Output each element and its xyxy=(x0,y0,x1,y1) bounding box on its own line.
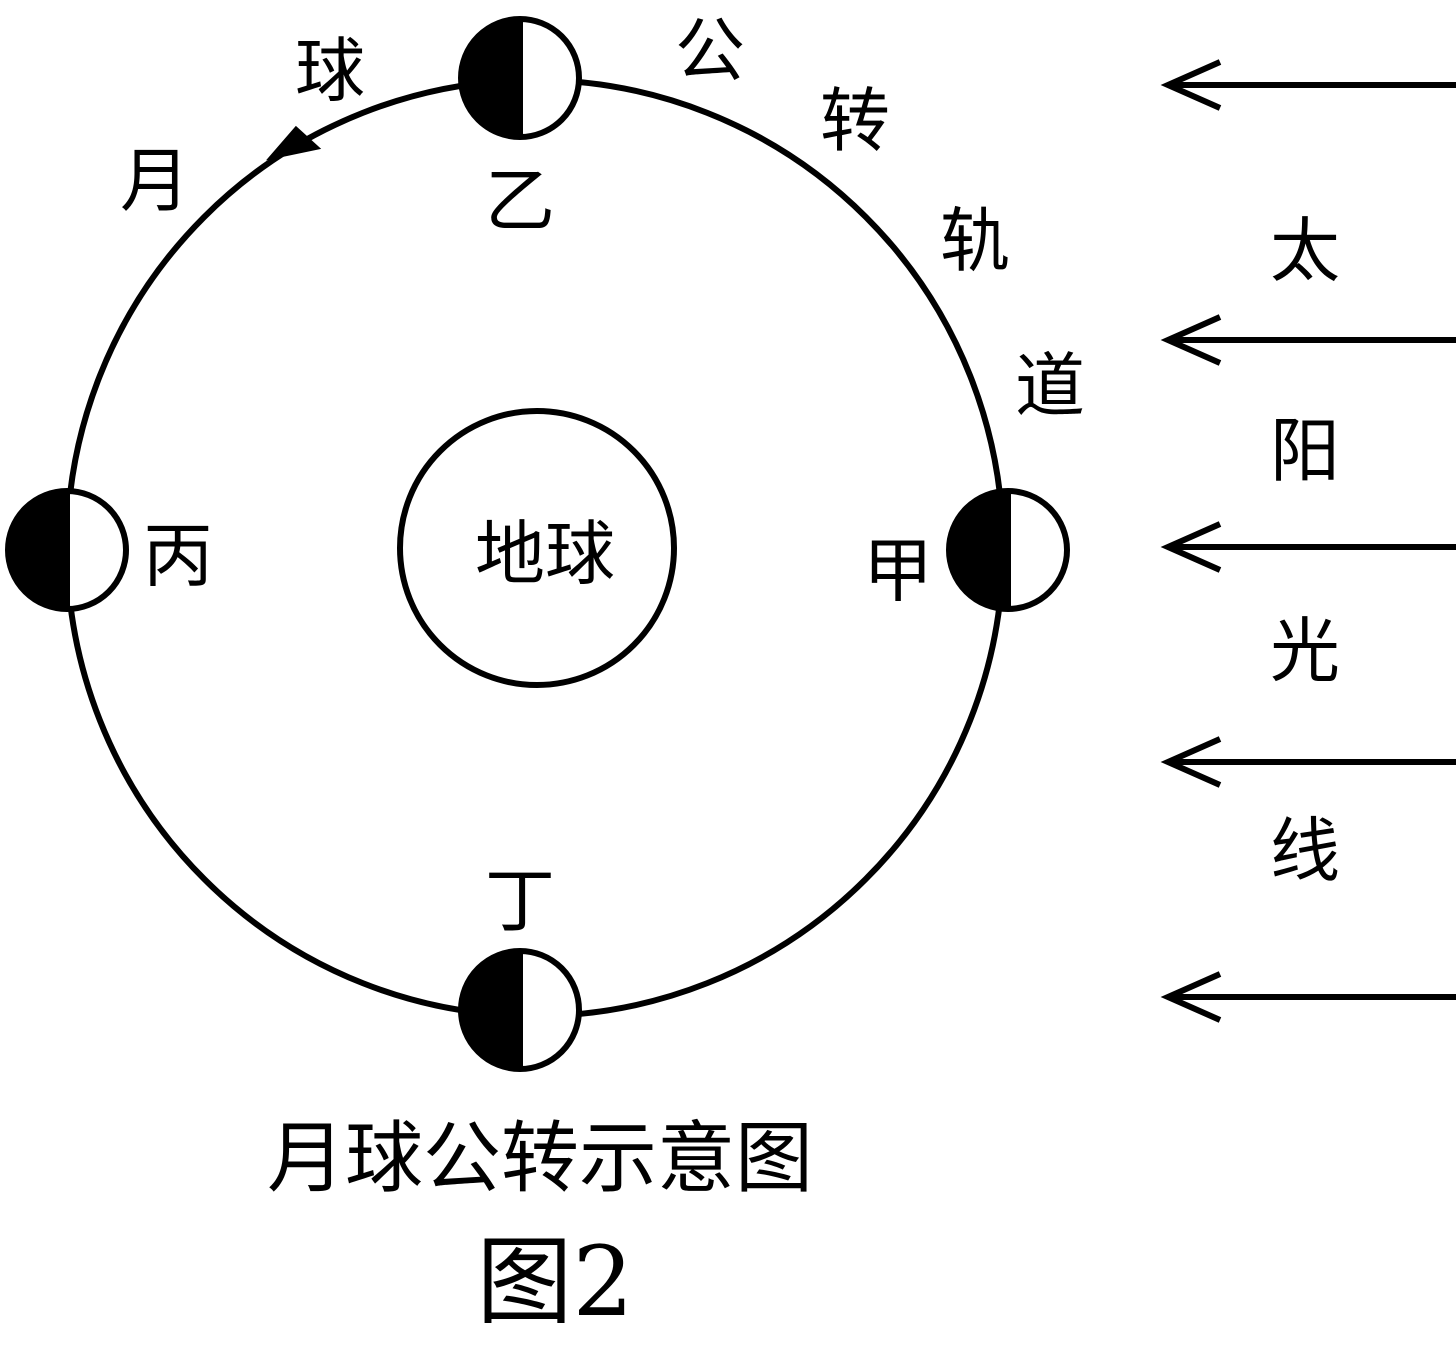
moon-ding xyxy=(458,948,582,1072)
sunlight-label-char: 阳 xyxy=(1270,410,1340,492)
orbit-label-char: 球 xyxy=(295,30,365,112)
moon-yi xyxy=(458,16,582,140)
sunlight-label-char: 太 xyxy=(1270,210,1340,292)
sunlight-arrow xyxy=(1160,521,1456,573)
moon-bing xyxy=(5,488,129,612)
sunlight-label-char: 线 xyxy=(1270,810,1340,892)
sunlight-arrow xyxy=(1160,971,1456,1023)
sunlight-arrow xyxy=(1160,59,1456,111)
diagram-caption: 月球公转示意图 xyxy=(267,1114,813,1204)
sunlight-arrows xyxy=(1160,59,1456,1023)
earth-label: 地球 xyxy=(475,513,615,595)
figure-number: 图2 xyxy=(476,1226,633,1338)
moon-label-bing: 丙 xyxy=(143,515,213,597)
orbit-direction-arrow xyxy=(265,125,322,161)
sunlight-arrow xyxy=(1160,736,1456,788)
sunlight-arrow xyxy=(1160,314,1456,366)
orbit-label-char: 道 xyxy=(1015,345,1085,427)
orbit-label-char: 公 xyxy=(675,10,745,92)
moon-jia xyxy=(946,488,1070,612)
orbit-label-char: 转 xyxy=(820,80,890,162)
earth xyxy=(397,408,677,688)
moon-label-jia: 甲 xyxy=(863,530,933,612)
orbit-label-char: 月 xyxy=(120,140,190,222)
orbit-label-char: 轨 xyxy=(940,200,1010,282)
moon-label-yi: 乙 xyxy=(485,160,555,242)
sunlight-label-char: 光 xyxy=(1270,610,1340,692)
moon-label-ding: 丁 xyxy=(485,860,555,942)
